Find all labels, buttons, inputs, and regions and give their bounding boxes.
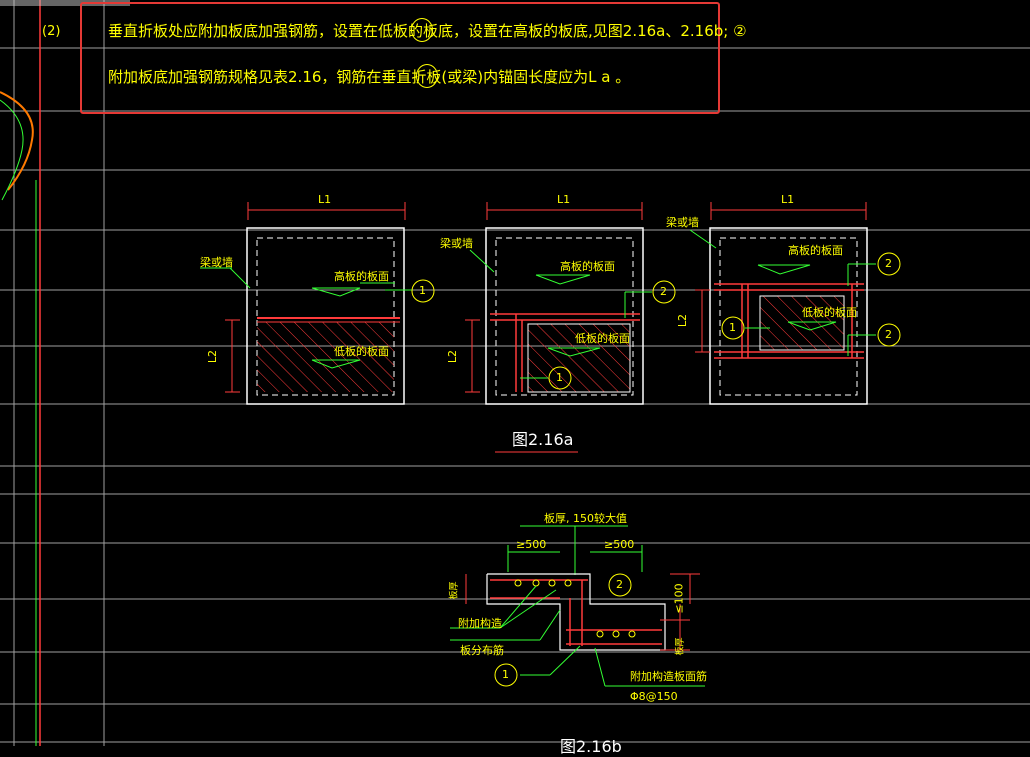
fig-a-p3-callout-c: 1 <box>729 321 736 334</box>
fig-a-caption: 图2.16a <box>512 430 574 449</box>
fig-a-p2-callout-b: 1 <box>556 371 563 384</box>
note-circle-mark-1 <box>411 18 433 42</box>
fig-b-dim-vert: ≤100 <box>672 583 686 614</box>
fig-b-section <box>450 525 705 687</box>
fig-a-p3-low: 低板的板面 <box>802 306 857 319</box>
fig-b-label-bar: Φ8@150 <box>630 690 678 703</box>
fig-b-callout-bot: 1 <box>502 668 509 681</box>
fig-a-p3-dim-side: L2 <box>676 313 690 328</box>
fig-a-p2-dim-side: L2 <box>446 349 460 364</box>
left-curve <box>0 91 34 191</box>
fig-a-p2-low: 低板的板面 <box>575 332 630 345</box>
fig-a-p1-high: 高板的板面 <box>334 270 389 283</box>
fig-b-label-add: 附加构造 <box>458 617 502 630</box>
note-line-2: 附加板底加强钢筋规格见表2.16，钢筋在垂直折板(或梁)内锚固长度应为L a 。 <box>108 68 631 86</box>
fig-a-p2-high: 高板的板面 <box>560 260 615 273</box>
fig-b-label-bottom: 附加构造板面筋 <box>630 670 707 683</box>
fig-a-p3-wall: 梁或墙 <box>666 216 699 229</box>
fig-a-panel-2 <box>465 202 676 405</box>
fig-b-side-left: 板厚 <box>449 581 460 600</box>
fig-b-dim-right: ≥500 <box>604 538 635 551</box>
highlight-box <box>80 2 720 114</box>
fig-a-p1-wall: 梁或墙 <box>200 256 233 269</box>
fig-a-panel-3 <box>689 202 901 405</box>
fig-a-p2-callout-a: 2 <box>660 285 667 298</box>
fig-b-caption: 图2.16b <box>560 737 622 756</box>
fig-b-top-label: 板厚, 150较大值 <box>544 512 627 525</box>
fig-b-callout-top: 2 <box>616 578 623 591</box>
fig-a-p2-dim-top: L1 <box>557 193 571 206</box>
fig-a-p3-callout-a: 2 <box>885 257 892 270</box>
fig-a-p3-callout-b: 2 <box>885 328 892 341</box>
fig-a-p1-dim-side: L2 <box>206 349 220 364</box>
fig-a-panel-1 <box>200 202 435 405</box>
fig-b-side-right: 板厚 <box>675 637 686 656</box>
fig-a-p2-wall: 梁或墙 <box>440 237 473 250</box>
fig-a-p1-low: 低板的板面 <box>334 345 389 358</box>
fig-a-p1-dim-top: L1 <box>318 193 332 206</box>
fig-a-p3-high: 高板的板面 <box>788 244 843 257</box>
note-circle-mark-2 <box>416 64 438 88</box>
fig-a-p1-callout: 1 <box>419 284 426 297</box>
fig-b-label-dist: 板分布筋 <box>460 644 504 657</box>
title-strip <box>0 0 130 6</box>
fig-a-p3-dim-top: L1 <box>781 193 795 206</box>
note-index: (2) <box>42 24 61 39</box>
fig-b-dim-left: ≥500 <box>516 538 547 551</box>
